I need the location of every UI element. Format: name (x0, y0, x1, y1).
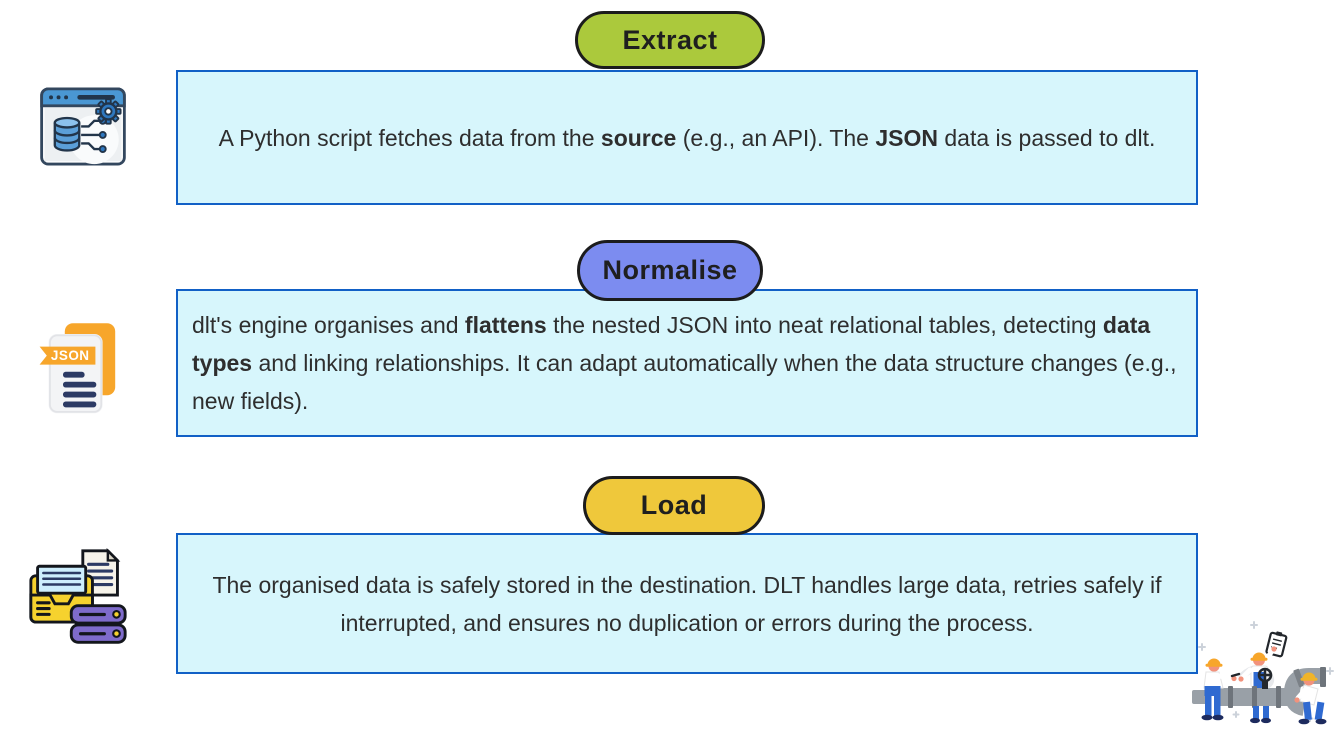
normalise-badge: Normalise (577, 240, 763, 301)
json-document-icon: JSON (39, 323, 116, 414)
gear-icon (95, 98, 122, 125)
normalise-badge-label: Normalise (602, 255, 738, 285)
json-ribbon-label: JSON (51, 348, 90, 363)
folder-documents-server-icon (29, 547, 127, 644)
extract-text: A Python script fetches data from the so… (218, 124, 1156, 151)
load-box: The organised data is safely stored in t… (176, 533, 1198, 674)
database-window-icon (40, 87, 126, 166)
extract-badge-label: Extract (622, 24, 718, 55)
extract-box: A Python script fetches data from the so… (176, 70, 1198, 205)
left-worker (1201, 658, 1241, 721)
extract-badge: Extract (575, 11, 765, 69)
normalise-text: dlt's engine organises and flattens the … (192, 312, 1177, 414)
right-worker (1294, 672, 1327, 725)
workers-pipeline-illustration (1192, 621, 1334, 725)
load-badge: Load (583, 476, 765, 535)
load-badge-label: Load (640, 490, 708, 520)
load-text: The organised data is safely stored in t… (212, 571, 1162, 636)
normalise-box: dlt's engine organises and flattens the … (176, 289, 1198, 437)
